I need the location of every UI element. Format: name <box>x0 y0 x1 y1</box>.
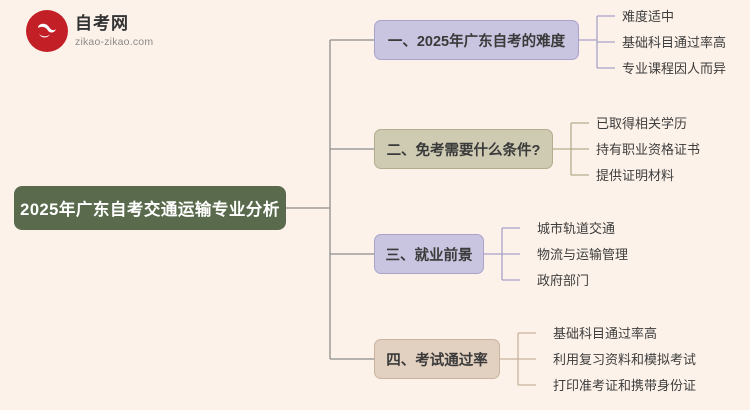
branch-label-1: 一、2025年广东自考的难度 <box>387 33 566 50</box>
leaf-node-3-2: 物流与运输管理 <box>537 247 629 262</box>
leaf-node-1-1: 难度适中 <box>622 9 675 24</box>
mindmap-root-node[interactable]: 2025年广东自考交通运输专业分析 <box>14 186 286 230</box>
branch-label-4: 四、考试通过率 <box>386 352 488 369</box>
leaf-node-2-2: 持有职业资格证书 <box>596 142 701 157</box>
mindmap-root-label: 2025年广东自考交通运输专业分析 <box>20 201 280 219</box>
leaf-node-2-3: 提供证明材料 <box>596 168 675 183</box>
leaf-node-4-3: 打印准考证和携带身份证 <box>553 378 697 393</box>
site-logo[interactable]: 自考网 zikao-zikao.com <box>26 10 153 52</box>
leaf-node-3-1: 城市轨道交通 <box>537 221 616 236</box>
logo-title: 自考网 <box>75 13 129 33</box>
leaf-node-1-2: 基础科目通过率高 <box>622 35 727 50</box>
leaf-node-1-3: 专业课程因人而异 <box>622 61 727 76</box>
logo-subtitle: zikao-zikao.com <box>75 35 154 48</box>
leaf-node-3-3: 政府部门 <box>537 273 590 288</box>
branch-label-2: 二、免考需要什么条件? <box>386 142 541 159</box>
branch-label-3: 三、就业前景 <box>385 247 473 264</box>
swoosh-logo-icon <box>26 10 68 52</box>
branch-node-2[interactable]: 二、免考需要什么条件? <box>374 129 553 169</box>
branch-node-1[interactable]: 一、2025年广东自考的难度 <box>374 20 579 60</box>
leaf-node-4-1: 基础科目通过率高 <box>553 326 658 341</box>
branch-node-3[interactable]: 三、就业前景 <box>374 234 484 274</box>
leaf-node-2-1: 已取得相关学历 <box>596 116 688 131</box>
leaf-node-4-2: 利用复习资料和模拟考试 <box>553 352 697 367</box>
branch-node-4[interactable]: 四、考试通过率 <box>374 339 500 379</box>
logo-text: 自考网 zikao-zikao.com <box>75 15 153 48</box>
